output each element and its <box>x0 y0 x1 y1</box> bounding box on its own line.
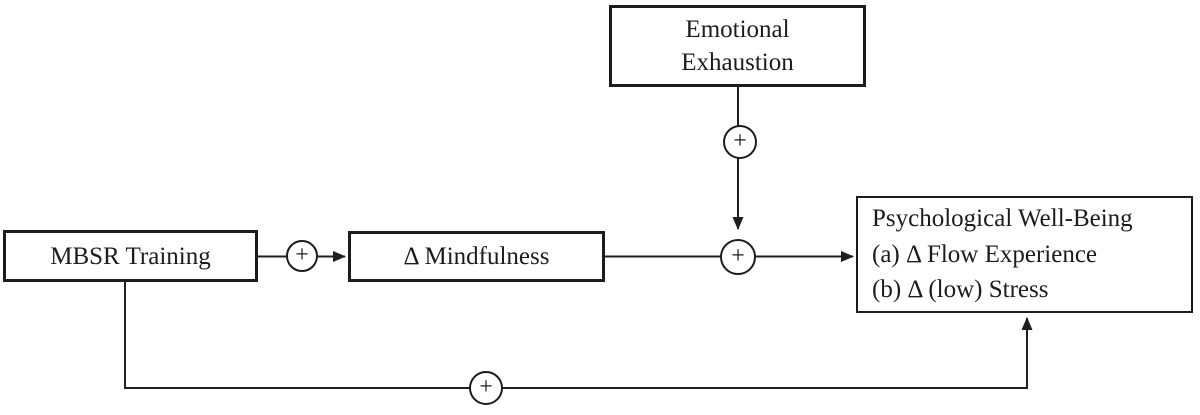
node-emotional-exhaustion-line2: Exhaustion <box>681 49 794 76</box>
node-mbsr-training-label: MBSR Training <box>50 242 211 270</box>
node-psychological-wellbeing-line1: Psychological Well-Being <box>872 205 1133 233</box>
node-mbsr-training: MBSR Training <box>3 230 258 282</box>
node-delta-mindfulness-label: Δ Mindfulness <box>403 243 550 270</box>
plus-sign-badge-moderation: + <box>723 125 757 159</box>
node-psychological-wellbeing-line3: (b) Δ (low) Stress <box>872 276 1049 304</box>
node-psychological-wellbeing: Psychological Well-Being (a) Δ Flow Expe… <box>856 196 1193 313</box>
plus-sign-badge-mindfulness-to-wellbeing: + <box>720 239 756 275</box>
plus-sign-badge-mbsr-to-mindfulness: + <box>286 240 318 272</box>
node-emotional-exhaustion: Emotional Exhaustion <box>609 5 866 87</box>
node-delta-mindfulness: Δ Mindfulness <box>348 231 605 282</box>
node-emotional-exhaustion-line1: Emotional <box>685 16 790 43</box>
edge-mbsr-direct-to-wellbeing <box>124 282 1033 389</box>
plus-sign-badge-direct-path: + <box>469 371 503 405</box>
node-psychological-wellbeing-line2: (a) Δ Flow Experience <box>872 240 1098 268</box>
